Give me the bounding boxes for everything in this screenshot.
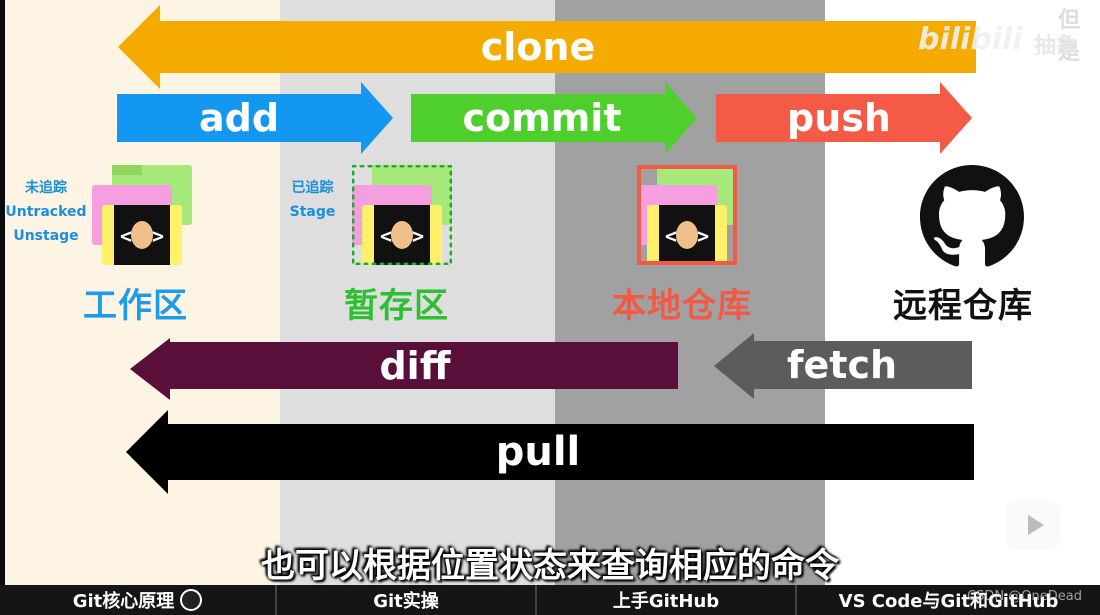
svg-text:>: > bbox=[697, 224, 709, 248]
zone-label-workspace: 工作区 bbox=[83, 286, 188, 326]
local-repo-folder-icon: < > bbox=[637, 165, 737, 265]
commit-arrow bbox=[411, 82, 697, 154]
svg-text:>: > bbox=[152, 224, 164, 248]
chapter-tab-github[interactable]: 上手GitHub bbox=[537, 585, 797, 615]
add-label: add bbox=[198, 96, 280, 140]
pull-arrow bbox=[126, 410, 974, 494]
zone-label-remote-repo: 远程仓库 bbox=[893, 286, 1033, 326]
workspace-status: 未追踪 Untracked Unstage bbox=[5, 176, 87, 248]
status-unstage: Unstage bbox=[13, 228, 79, 244]
progress-marker-icon bbox=[180, 589, 203, 611]
bilibili-logo: bilibili bbox=[918, 22, 1023, 57]
chapter-tab-vscode[interactable]: VS Code与Git和GitHub CSDN @OneDead bbox=[797, 585, 1100, 615]
chapter-tab-git-core[interactable]: Git核心原理 bbox=[0, 585, 277, 615]
chapter-tab-label: Git核心原理 bbox=[72, 591, 175, 612]
watermark-tagline: 抽象 bbox=[1034, 34, 1079, 59]
chapter-bar: Git核心原理 Git实操 上手GitHub VS Code与Git和GitHu… bbox=[0, 585, 1100, 615]
chapter-tab-label: Git实操 bbox=[373, 591, 439, 612]
corner-text: 但是 bbox=[1058, 8, 1081, 65]
commit-label: commit bbox=[462, 96, 622, 140]
clone-label: clone bbox=[480, 25, 596, 69]
fetch-arrow bbox=[714, 333, 972, 399]
chapter-tab-git-practice[interactable]: Git实操 bbox=[277, 585, 537, 615]
clone-arrow bbox=[118, 5, 976, 89]
status-tracked-cn: 已追踪 bbox=[291, 180, 334, 196]
github-icon bbox=[920, 165, 1024, 267]
workspace-folder-icon: < > bbox=[92, 165, 192, 265]
chapter-tab-label: VS Code与Git和GitHub bbox=[838, 591, 1059, 612]
play-icon bbox=[1028, 515, 1044, 535]
zone-label-stage: 暂存区 bbox=[344, 286, 449, 326]
status-untracked: Untracked bbox=[5, 204, 87, 220]
diff-arrow bbox=[130, 338, 678, 400]
chapter-tab-label: 上手GitHub bbox=[612, 591, 720, 612]
add-arrow bbox=[117, 82, 393, 154]
status-stage: Stage bbox=[289, 204, 336, 220]
diff-label: diff bbox=[379, 343, 451, 388]
stage-folder-icon: < > bbox=[352, 165, 452, 265]
fetch-label: fetch bbox=[786, 343, 898, 387]
push-label: push bbox=[787, 96, 891, 140]
svg-text:<: < bbox=[120, 224, 132, 248]
video-subtitle: 也可以根据位置状态来查询相应的命令 bbox=[261, 546, 839, 586]
svg-text:>: > bbox=[412, 224, 424, 248]
left-border bbox=[0, 0, 5, 585]
pull-label: pull bbox=[495, 429, 581, 475]
zone-label-local-repo: 本地仓库 bbox=[612, 286, 752, 326]
play-button[interactable] bbox=[1006, 500, 1060, 550]
stage-status: 已追踪 Stage bbox=[280, 176, 345, 224]
svg-text:<: < bbox=[665, 224, 677, 248]
csdn-watermark: CSDN @OneDead bbox=[967, 589, 1082, 604]
svg-text:<: < bbox=[380, 224, 392, 248]
push-arrow bbox=[716, 82, 972, 154]
status-untracked-cn: 未追踪 bbox=[25, 180, 67, 196]
